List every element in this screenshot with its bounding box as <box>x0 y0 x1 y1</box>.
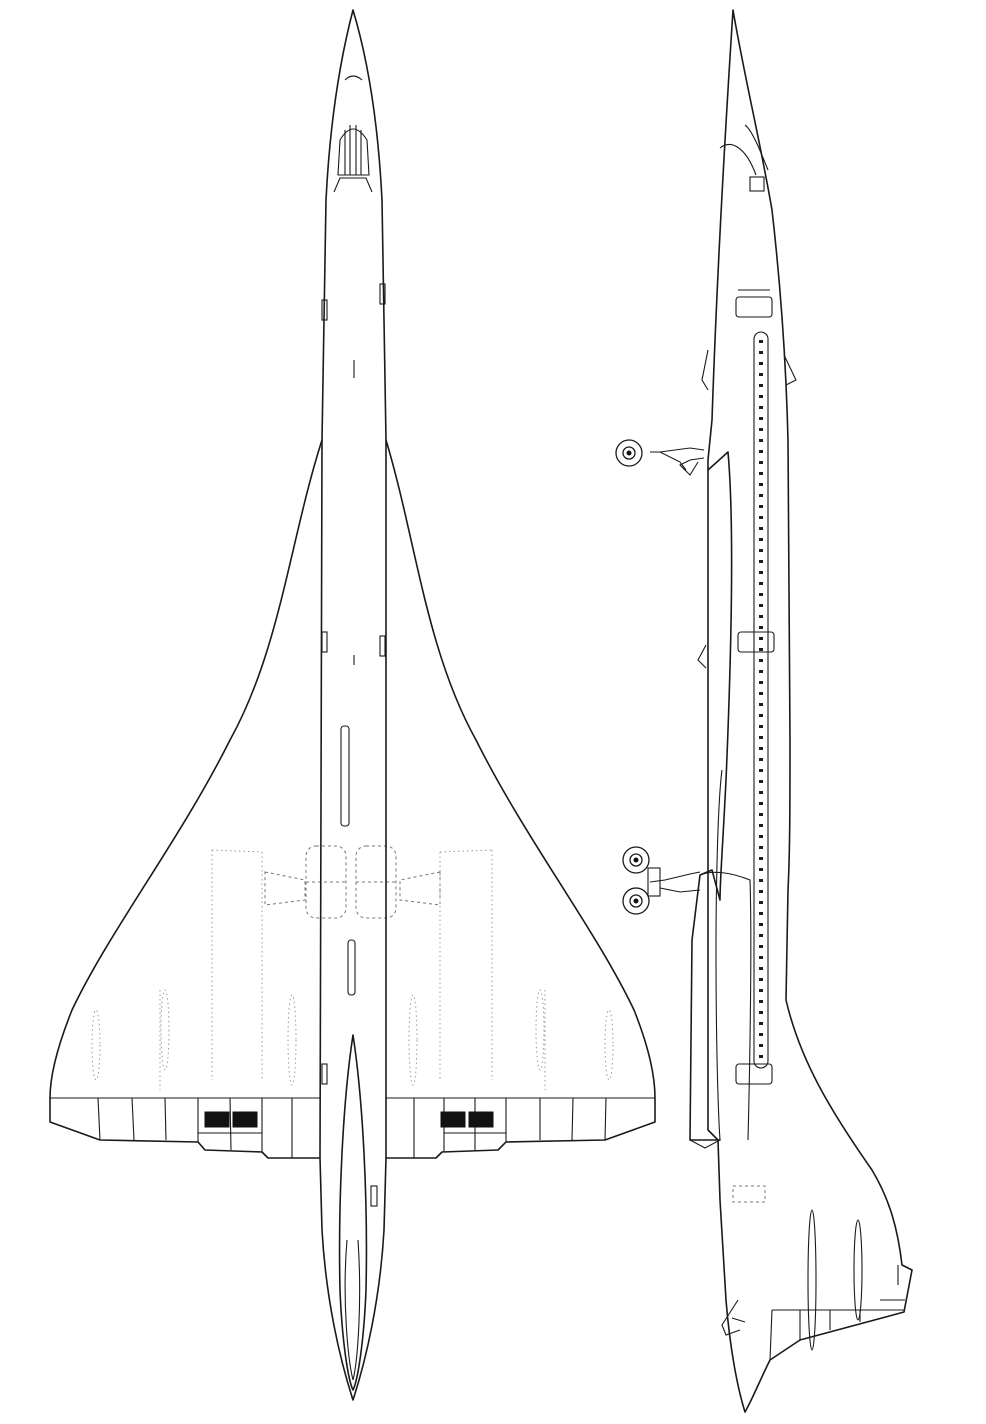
plan-cockpit <box>333 125 373 193</box>
plan-engine-exhaust-blocks <box>204 1111 494 1128</box>
plan-view <box>49 9 656 1401</box>
plan-elevons <box>50 1097 655 1158</box>
side-wing-and-nacelle <box>689 451 733 1141</box>
side-forward-door <box>735 296 773 318</box>
side-fuselage <box>707 9 913 1413</box>
side-main-gear <box>622 846 701 915</box>
side-view <box>615 9 913 1413</box>
plan-hidden-lines <box>91 845 614 1090</box>
side-tail-fin <box>769 1209 905 1361</box>
plan-fin <box>338 1034 368 1391</box>
plan-fuselage-details <box>321 283 386 1207</box>
plan-wing <box>49 439 656 1159</box>
side-nose-gear <box>615 439 705 476</box>
plan-fuselage <box>319 9 387 1401</box>
side-tail-bumper <box>721 1299 746 1336</box>
